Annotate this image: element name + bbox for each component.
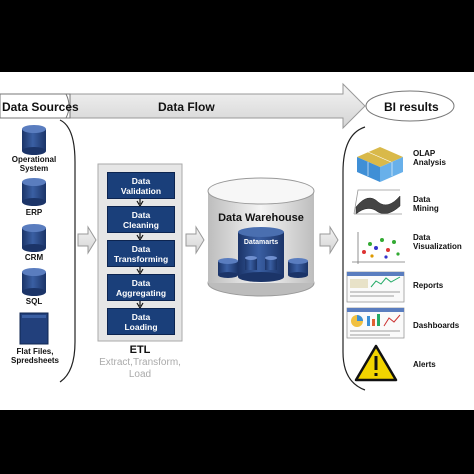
- etl-title: ETL: [129, 344, 151, 356]
- bi-bracket: [342, 126, 366, 391]
- dashboard-screenshot-icon: [346, 307, 405, 339]
- source-label-flat-files: Flat Files, Spredsheets: [10, 347, 60, 365]
- bi-label-reports: Reports: [413, 281, 444, 290]
- warning-triangle-icon: [354, 344, 398, 382]
- source-cylinder-sql: [22, 268, 46, 296]
- data-sources-label: Data Sources: [2, 100, 79, 114]
- bi-label-olap: OLAP Analysis: [413, 149, 446, 167]
- arrow-sources-to-etl: [77, 225, 97, 255]
- bi-label-data-mining: Data Mining: [413, 195, 439, 213]
- data-flow-label: Data Flow: [158, 100, 215, 114]
- bi-label-data-visualization: Data Visualization: [413, 233, 462, 251]
- datamarts-label: Datamarts: [243, 239, 279, 246]
- source-label-crm: CRM: [24, 253, 44, 262]
- source-label-erp: ERP: [25, 208, 43, 217]
- scatter-3d-icon: [352, 232, 405, 264]
- etl-subtitle: Extract,Transform, Load: [99, 357, 181, 380]
- source-label-sql: SQL: [25, 297, 43, 306]
- arrow-etl-to-warehouse: [185, 225, 205, 255]
- report-screenshot-icon: [346, 271, 405, 303]
- diagram-canvas: Data Sources Data Flow BI results Operat…: [0, 72, 474, 410]
- bi-label-alerts: Alerts: [413, 360, 436, 369]
- source-flat-file: [19, 312, 49, 345]
- arrow-warehouse-to-bi: [319, 225, 339, 255]
- source-cylinder-crm: [22, 224, 46, 252]
- warehouse-title: Data Warehouse: [218, 212, 304, 224]
- diagram-graphics: [0, 82, 455, 391]
- olap-cube-icon: [357, 147, 403, 182]
- bi-label-dashboards: Dashboards: [413, 321, 460, 330]
- data-flow-arrow: [0, 82, 455, 130]
- surface-plot-icon: [353, 189, 402, 215]
- sources-bracket: [59, 119, 76, 383]
- source-cylinder-operational: [22, 125, 46, 155]
- source-cylinder-erp: [22, 178, 46, 206]
- bi-results-label: BI results: [384, 100, 439, 114]
- source-label-operational: Operational System: [11, 155, 57, 173]
- datamarts-cylinders: [218, 227, 308, 282]
